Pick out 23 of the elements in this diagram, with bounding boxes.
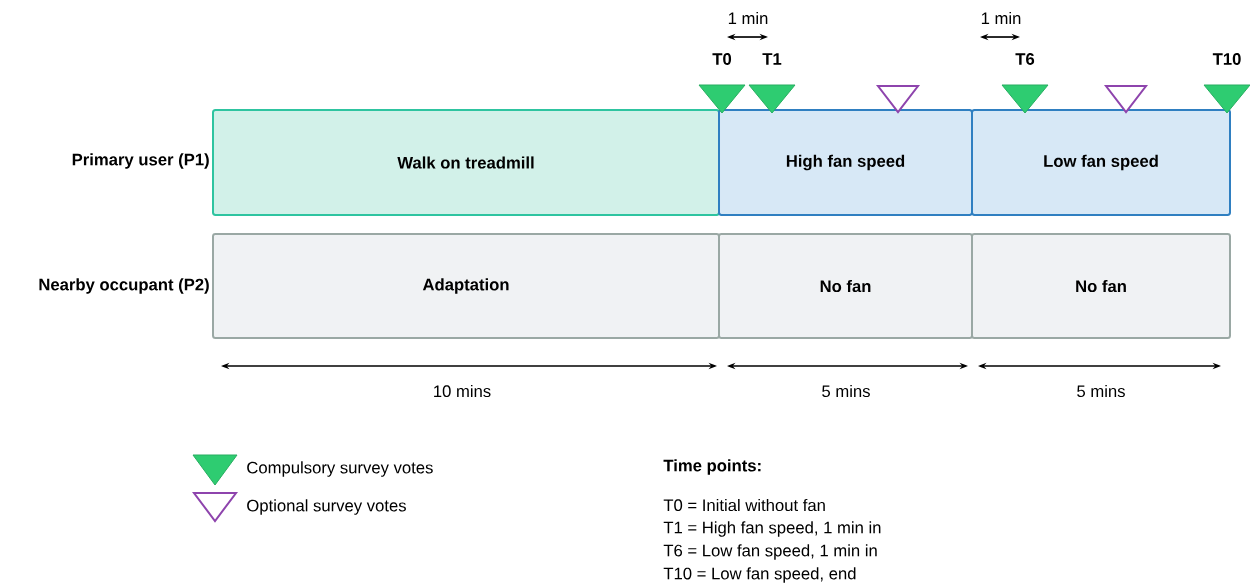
time-point-label: T0: [712, 53, 732, 65]
time-point-label: T1: [762, 53, 782, 65]
duration-label: 10 mins: [434, 384, 491, 398]
legend-text: T1 = High fan speed, 1 min in: [663, 521, 881, 537]
legend-text: T10 = Low fan speed, end: [663, 567, 856, 583]
phase-box: Walk on treadmill: [212, 109, 720, 216]
phase-box: Low fan speed: [971, 109, 1231, 216]
legend-text: Compulsory survey votes: [247, 461, 433, 477]
time-point-label: T6: [1015, 53, 1035, 65]
node-label: No fan: [1076, 279, 1126, 293]
phase-box: No fan: [718, 233, 973, 339]
phase-box: No fan: [971, 233, 1231, 339]
duration-label: 5 mins: [1077, 384, 1125, 398]
heading: Time points:: [663, 459, 761, 475]
legend-text: T0 = Initial without fan: [663, 498, 825, 512]
phase-box: Adaptation: [212, 233, 720, 339]
dimension-label: 1 min: [981, 11, 1021, 25]
time-point-label: T10: [1212, 53, 1241, 65]
phase-box: High fan speed: [718, 109, 973, 216]
dimension-label: 1 min: [728, 11, 768, 25]
legend-text: T6 = Low fan speed, 1 min in: [663, 544, 877, 560]
duration-label: 5 mins: [822, 384, 870, 398]
legend-text: Optional survey votes: [247, 499, 406, 515]
